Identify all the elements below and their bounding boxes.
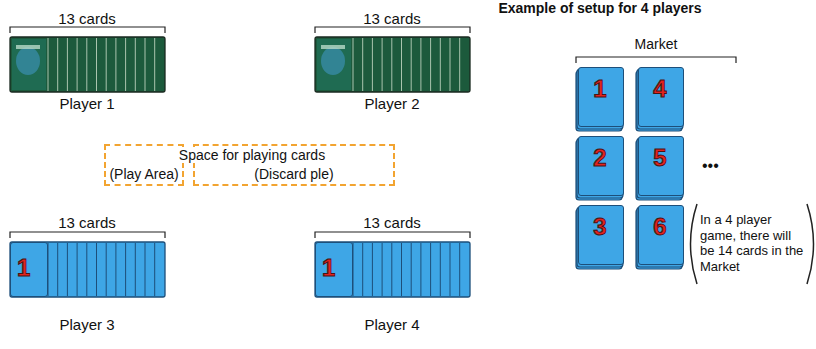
player-card: 1 xyxy=(315,242,353,297)
card-number: 1 xyxy=(322,255,335,281)
card-decks xyxy=(10,37,470,297)
card-number: 3 xyxy=(593,214,606,240)
area-label: (Discard ple) xyxy=(254,167,333,182)
market-card: 4 xyxy=(638,67,684,127)
market-card: 1 xyxy=(578,67,624,127)
blue-deck xyxy=(10,242,165,297)
player-name: Player 1 xyxy=(59,95,114,112)
green-deck xyxy=(315,37,470,92)
card-count: 13 cards xyxy=(58,10,116,27)
brackets xyxy=(10,27,814,284)
card-number: 2 xyxy=(593,145,606,171)
card-number: 1 xyxy=(593,76,606,102)
card-count: 13 cards xyxy=(58,214,116,231)
market-card: 3 xyxy=(578,205,624,265)
market-card: 2 xyxy=(578,136,624,196)
market-title: Market xyxy=(635,36,678,52)
player-card: 1 xyxy=(10,242,48,297)
player-name: Player 2 xyxy=(364,95,419,112)
player-name: Player 4 xyxy=(364,316,419,333)
card-number: 5 xyxy=(653,145,666,171)
player-name: Player 3 xyxy=(59,316,114,333)
green-deck xyxy=(10,37,165,92)
card-number: 6 xyxy=(653,214,666,240)
title: Example of setup for 4 players xyxy=(498,0,701,16)
market-card: 6 xyxy=(638,205,684,265)
card-number: 4 xyxy=(653,76,666,102)
area-heading: Space for playing cards xyxy=(177,147,327,163)
card-count: 13 cards xyxy=(363,10,421,27)
market-note: In a 4 player game, there will be 14 car… xyxy=(700,212,806,274)
card-count: 13 cards xyxy=(363,214,421,231)
more-dots: ••• xyxy=(702,157,719,175)
area-label: (Play Area) xyxy=(109,167,178,182)
blue-deck xyxy=(315,242,470,297)
market-card: 5 xyxy=(638,136,684,196)
play-area-box: (Play Area) xyxy=(104,144,184,186)
card-number: 1 xyxy=(17,255,30,281)
